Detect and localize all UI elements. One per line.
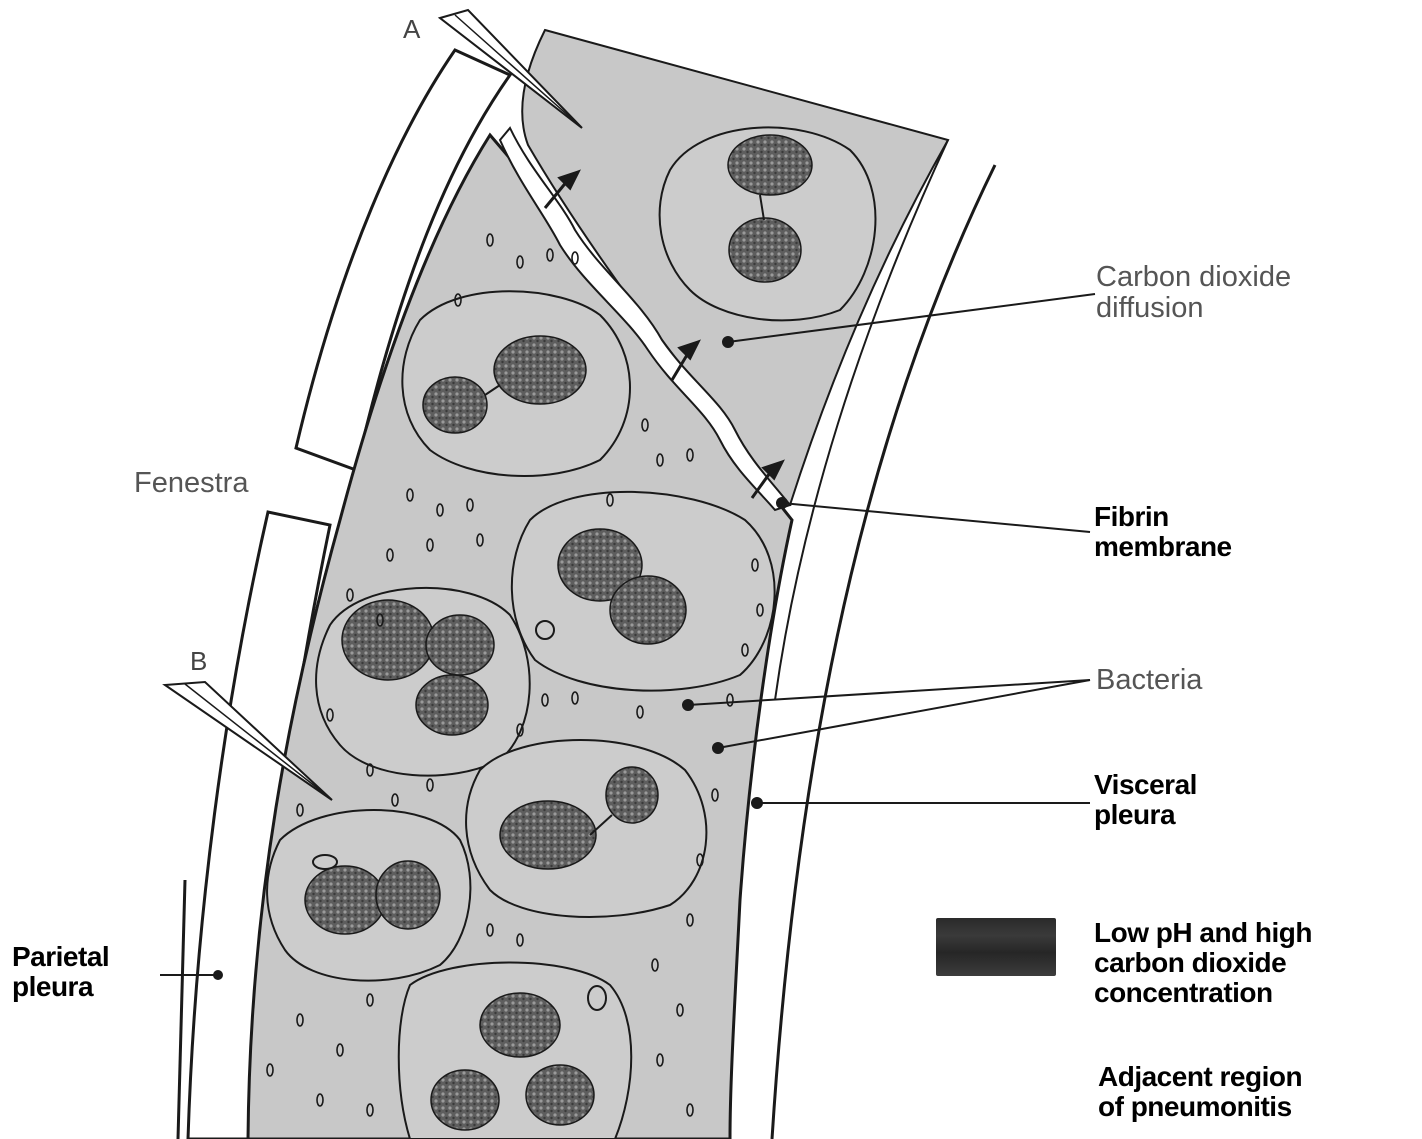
bacteria-label: Bacteria: [1096, 665, 1202, 696]
legend-swatch-low-ph: [936, 918, 1056, 976]
parietal-outer-line: [178, 880, 185, 1139]
fibrin-line-1: Fibrin: [1094, 502, 1232, 532]
co2-diffusion-label: Carbon dioxide diffusion: [1096, 262, 1291, 325]
legend1-line-1: Low pH and high: [1094, 918, 1312, 948]
cell-2: [402, 291, 630, 476]
fenestra-label: Fenestra: [134, 468, 248, 499]
legend2-line-1: Adjacent region: [1098, 1062, 1302, 1092]
parietal-line-2: pleura: [12, 972, 109, 1002]
needle-a-label: A: [403, 14, 420, 45]
legend-pneumonitis-label: Adjacent region of pneumonitis: [1098, 1062, 1302, 1122]
co2-diffusion-line-1: Carbon dioxide: [1096, 262, 1291, 293]
parietal-pleura-label: Parietal pleura: [12, 942, 109, 1002]
legend1-line-2: carbon dioxide: [1094, 948, 1312, 978]
fibrin-membrane-label: Fibrin membrane: [1094, 502, 1232, 562]
visceral-pleura-label: Visceral pleura: [1094, 770, 1197, 830]
fibrin-line-2: membrane: [1094, 532, 1232, 562]
visceral-line-1: Visceral: [1094, 770, 1197, 800]
cell-4: [316, 588, 530, 776]
co2-diffusion-line-2: diffusion: [1096, 293, 1291, 324]
needle-b-label: B: [190, 646, 207, 677]
legend-low-ph-label: Low pH and high carbon dioxide concentra…: [1094, 918, 1312, 1009]
cell-3: [512, 492, 775, 691]
legend2-line-2: of pneumonitis: [1098, 1092, 1302, 1122]
cell-1: [660, 127, 876, 320]
cell-5: [466, 740, 706, 917]
visceral-line-2: pleura: [1094, 800, 1197, 830]
legend1-line-3: concentration: [1094, 978, 1312, 1008]
cell-7: [399, 963, 632, 1139]
parietal-line-1: Parietal: [12, 942, 109, 972]
cell-6: [267, 810, 470, 981]
